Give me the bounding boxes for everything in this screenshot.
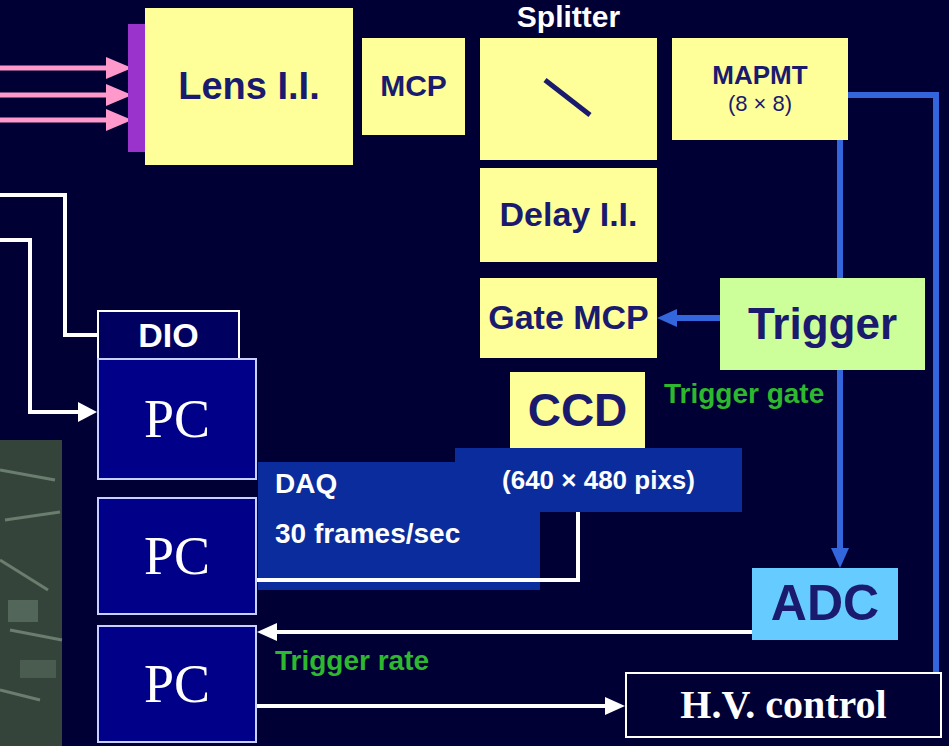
beam-splitter-mirror [480, 38, 657, 160]
box-label: MCP [380, 69, 447, 104]
signal-label: Trigger gate [664, 378, 824, 410]
connector-label: DAQ [275, 468, 337, 500]
signal-wires [0, 195, 97, 422]
hv-control-box: H.V. control [625, 672, 942, 738]
box-sublabel: (640 × 480 pixs) [455, 448, 742, 512]
splitter-housing [480, 38, 657, 160]
connector-arrow [257, 704, 605, 708]
gate-mcp-box: Gate MCP [480, 278, 657, 358]
mcp-box: MCP [362, 38, 465, 135]
mirror-line [545, 80, 590, 115]
mapmt-box: MAPMT(8 × 8) [672, 38, 848, 140]
box-label: Splitter [517, 0, 620, 34]
light-arrows [0, 57, 132, 131]
box-label: ADC [771, 575, 879, 633]
rate-label: 30 frames/sec [275, 518, 460, 550]
connector-arrow [277, 630, 752, 634]
splitter-box: Splitter [480, 0, 657, 160]
pc-box: PC [97, 358, 257, 480]
box-label: Gate MCP [488, 298, 649, 337]
pc-box: PC [97, 625, 257, 743]
box-label: PC [144, 525, 210, 587]
box-label: CCD [510, 372, 645, 448]
box-sublabel: (8 × 8) [728, 91, 792, 116]
box-label: Trigger [748, 299, 897, 350]
box-label: MAPMT [712, 61, 807, 91]
delay-intensifier-box: Delay I.I. [480, 168, 657, 262]
box-label: DIO [138, 316, 198, 355]
connector-label: Trigger rate [275, 645, 429, 677]
pc-box: PC [97, 497, 257, 615]
box-label: PC [144, 388, 210, 450]
box-label: Delay I.I. [500, 195, 638, 234]
image-intensifier-box: Lens I.I. [145, 8, 353, 165]
adc-box: ADC [752, 568, 898, 640]
connector-arrow [677, 315, 720, 321]
lens-plate [128, 24, 145, 152]
trigger-box: Trigger [720, 278, 925, 370]
camera-photo [0, 440, 62, 746]
box-label: H.V. control [680, 682, 886, 728]
box-label: Lens I.I. [178, 65, 319, 109]
dio-box: DIO [97, 310, 240, 361]
connector-arrow [257, 512, 578, 580]
box-label: PC [144, 653, 210, 715]
